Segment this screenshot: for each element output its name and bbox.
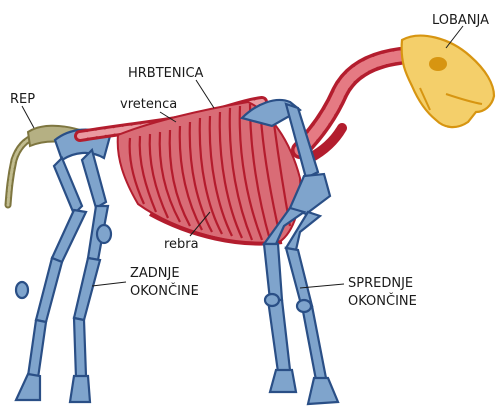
skull-bones bbox=[402, 36, 494, 127]
hind-limbs-leader-line bbox=[92, 282, 126, 286]
front-limbs-label-line2: OKONČINE bbox=[348, 293, 417, 309]
ribs-label: rebra bbox=[164, 237, 199, 252]
hind-limb-bones bbox=[16, 130, 111, 402]
vertebrae-label: vretenca bbox=[120, 97, 177, 112]
spine-label: HRBTENICA bbox=[128, 66, 204, 81]
front-limbs-label-line1: SPREDNJE bbox=[348, 276, 413, 291]
hind-limbs-label-line2: OKONČINE bbox=[130, 283, 199, 299]
skull-label: LOBANJA bbox=[432, 13, 489, 28]
neck-vertebrae bbox=[300, 56, 400, 158]
spine-leader-line bbox=[196, 80, 214, 108]
tail-label: REP bbox=[10, 92, 35, 107]
tail-leader-line bbox=[22, 106, 34, 128]
hind-limbs-label-line1: ZADNJE bbox=[130, 266, 180, 281]
